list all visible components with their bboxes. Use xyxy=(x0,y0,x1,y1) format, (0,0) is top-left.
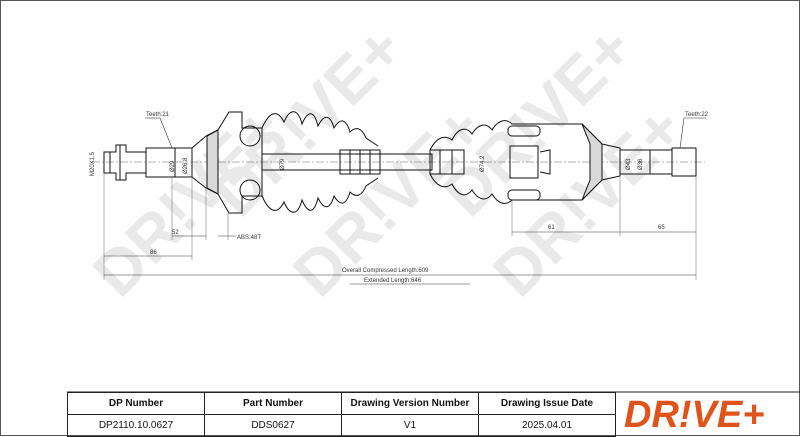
dimension-lines xyxy=(104,117,706,285)
info-table: DP Number Part Number Drawing Version Nu… xyxy=(67,392,616,437)
spline-right xyxy=(429,149,465,175)
brand-logo: DR!VE+ xyxy=(624,394,764,432)
right-housing-section xyxy=(581,123,603,201)
left-boot-lower xyxy=(261,177,379,213)
info-table-header-row: DP Number Part Number Drawing Version Nu… xyxy=(67,392,616,415)
value-part-number: DDS0627 xyxy=(204,414,342,437)
cv-ball-lower xyxy=(239,179,261,201)
leader-teeth-right-2 xyxy=(679,117,685,149)
header-drawing-version: Drawing Version Number xyxy=(341,392,479,415)
label-abs: ABS:48T xyxy=(237,235,261,241)
label-dim-86: 86 xyxy=(150,250,157,256)
header-part-number: Part Number xyxy=(204,392,342,415)
label-d26-8: Ø26.8 xyxy=(183,157,189,174)
tripod-body xyxy=(509,145,539,179)
header-dp-number: DP Number xyxy=(67,392,205,415)
header-issue-date: Drawing Issue Date xyxy=(478,392,616,415)
housing-section xyxy=(206,129,219,195)
right-stub xyxy=(671,147,697,177)
tripod-spring xyxy=(539,149,551,175)
label-teeth-right: Teeth:22 xyxy=(685,112,709,118)
label-overall-length: Overall Compressed Length:609 xyxy=(342,268,429,274)
label-d79: Ø79 xyxy=(280,158,286,170)
right-boot-upper xyxy=(429,120,520,151)
extension-lines xyxy=(103,173,697,280)
brand-logo-text: DR!VE+ xyxy=(624,394,764,432)
label-thread: M20X1.5 xyxy=(90,151,96,176)
label-d36: Ø36 xyxy=(638,158,644,170)
value-issue-date: 2025.04.01 xyxy=(478,414,616,437)
right-boot-lower xyxy=(429,173,520,204)
cv-ball-upper xyxy=(239,125,261,147)
tripod-roller-upper xyxy=(507,125,541,137)
middle-shaft xyxy=(261,153,433,171)
label-d43: Ø43 xyxy=(626,158,632,170)
label-d74-2: Ø74.2 xyxy=(480,155,486,172)
info-table-value-row: DP2110.10.0627 DDS0627 V1 2025.04.01 xyxy=(67,414,616,437)
label-teeth-left: Teeth:21 xyxy=(146,112,170,118)
label-extended-length: Extended Length:646 xyxy=(364,278,422,284)
leader-teeth-left-2 xyxy=(159,117,173,149)
label-dim-65: 65 xyxy=(658,225,665,231)
label-d29: Ø29 xyxy=(170,160,176,172)
value-dp-number: DP2110.10.0627 xyxy=(67,414,205,437)
value-drawing-version: V1 xyxy=(341,414,479,437)
label-dim-61: 61 xyxy=(548,225,555,231)
drive-shaft-part xyxy=(103,111,697,214)
left-boot-upper xyxy=(261,111,379,147)
label-dim-52: 52 xyxy=(172,230,179,236)
